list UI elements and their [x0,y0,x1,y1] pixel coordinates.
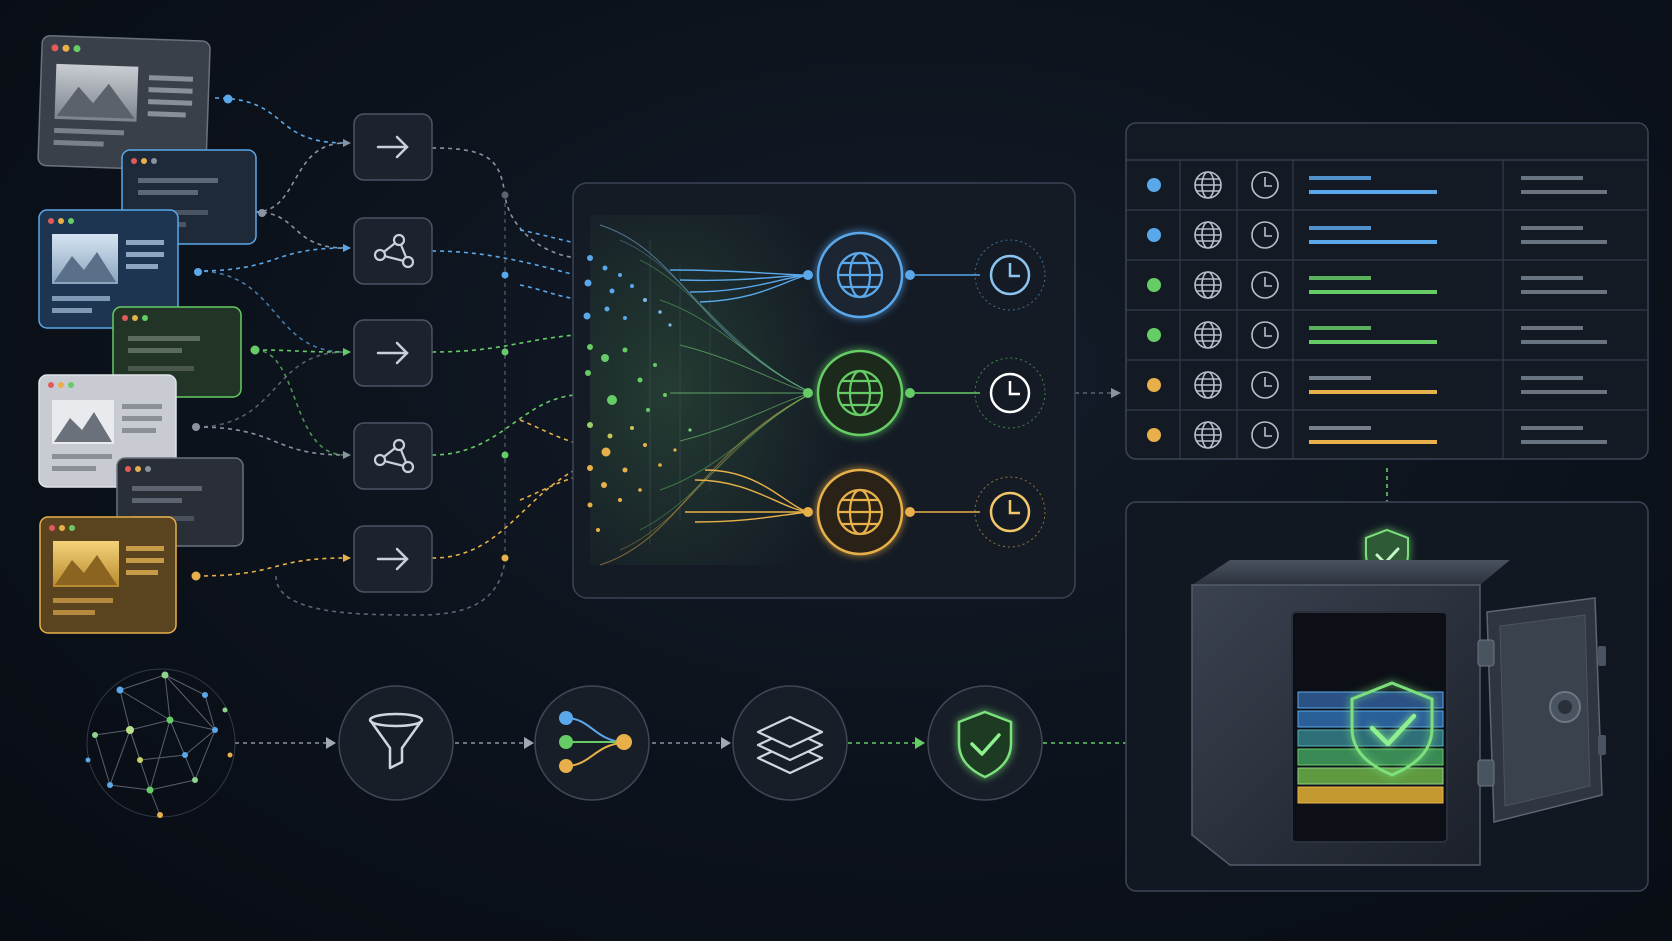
row-line [1521,226,1583,230]
row-line [1309,226,1371,230]
table-row [1147,321,1607,349]
pipeline [85,668,1043,818]
row-line [1309,276,1371,280]
share-nodes-icon [373,233,415,269]
row-line [1521,390,1607,394]
row-line [1309,326,1371,330]
globe-icon [1194,371,1222,399]
clock-icon [989,491,1031,533]
processor-4 [353,422,433,490]
row-line [1309,376,1371,380]
network-sphere-icon [85,668,236,818]
blue-stream [669,269,809,303]
row-line [1521,440,1607,444]
status-dot [1147,428,1161,442]
funnel-mesh [599,224,813,566]
row-line [1309,440,1437,444]
globe-icon [1194,271,1222,299]
merge-nodes-icon [559,711,632,773]
processor-2 [353,217,433,285]
table-row [1147,371,1607,399]
status-dot [1147,278,1161,292]
status-dot [1147,378,1161,392]
globe-icon [836,251,884,299]
status-dot [1147,178,1161,192]
clock-icon [989,254,1031,296]
vault-panel [1125,501,1649,892]
row-line [1309,390,1437,394]
clock-icon [1251,271,1279,299]
safe-icon [1191,560,1606,866]
share-nodes-icon [373,438,415,474]
output-orange [803,468,1046,556]
output-green [803,349,1046,437]
table-row [1147,171,1607,199]
funnel-icon [368,712,424,770]
processor-3 [353,319,433,387]
source-page-blue [38,209,179,329]
table-row [1147,271,1607,299]
orange-stream [684,469,809,523]
clock-icon [1251,321,1279,349]
row-line [1521,276,1583,280]
clock-icon [1251,421,1279,449]
globe-icon [836,488,884,536]
shield-check-icon [957,710,1013,779]
row-line [1521,240,1607,244]
row-line [1309,176,1371,180]
verify-step [927,685,1043,801]
globe-icon [836,369,884,417]
table-rows [1147,171,1607,449]
row-line [1309,290,1437,294]
layers-icon [756,715,824,775]
particles [583,255,692,532]
row-line [1521,340,1607,344]
status-dot [1147,228,1161,242]
row-line [1521,176,1583,180]
globe-icon [1194,321,1222,349]
globe-icon [1194,171,1222,199]
layers-step [732,685,848,801]
clock-icon [989,372,1031,414]
row-line [1521,426,1583,430]
output-blue [803,231,1046,319]
row-line [1521,190,1607,194]
row-line [1309,240,1437,244]
aggregator-panel [572,182,1076,599]
source-pages [37,34,257,634]
clock-icon [1251,371,1279,399]
source-page-gray [37,34,211,172]
source-page-orange [39,516,177,634]
arrow-right-icon [376,341,409,365]
arrow-right-icon [376,135,409,159]
row-line [1521,326,1583,330]
status-dot [1147,328,1161,342]
processor-column [353,113,433,593]
processor-1 [353,113,433,181]
table-row [1147,221,1607,249]
clock-icon [1251,221,1279,249]
clock-icon [1251,171,1279,199]
records-table [1125,122,1649,460]
row-line [1309,426,1371,430]
row-line [1521,290,1607,294]
processor-5 [353,525,433,593]
row-line [1521,376,1583,380]
shield-check-icon [1350,681,1434,777]
filter-step [338,685,454,801]
row-line [1309,340,1437,344]
table-row [1147,421,1607,449]
globe-icon [1194,421,1222,449]
merge-step [534,685,650,801]
row-line [1309,190,1437,194]
arrow-right-icon [376,547,409,571]
globe-icon [1194,221,1222,249]
